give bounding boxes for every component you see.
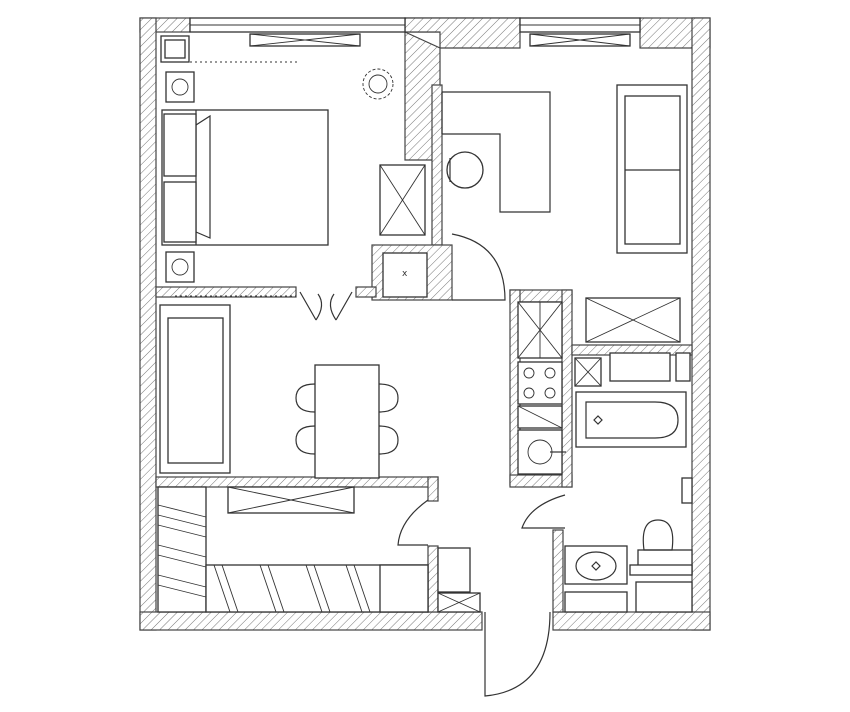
plant bbox=[362, 68, 394, 100]
living-door bbox=[451, 233, 506, 301]
desk-chair bbox=[446, 151, 484, 189]
storage bbox=[157, 486, 551, 697]
dining-area bbox=[159, 304, 399, 479]
bathroom bbox=[521, 352, 693, 613]
entrance-door bbox=[484, 611, 551, 697]
bath-shelf-2 bbox=[609, 352, 671, 382]
entry-cabinet bbox=[437, 547, 471, 593]
storage-door bbox=[397, 499, 429, 546]
outer-walls bbox=[139, 17, 711, 631]
bedroom: x bbox=[160, 35, 426, 321]
shaft-mark: x bbox=[402, 269, 408, 279]
nightstand-top bbox=[165, 71, 195, 103]
nightstand-bottom bbox=[165, 251, 195, 283]
interior-walls bbox=[155, 17, 693, 613]
kitchen bbox=[517, 301, 566, 475]
living-room bbox=[441, 84, 688, 343]
windows bbox=[175, 17, 641, 297]
bathtub bbox=[575, 391, 687, 448]
stove bbox=[517, 361, 563, 405]
dining-table bbox=[314, 364, 380, 479]
bathroom-door bbox=[521, 494, 566, 529]
bedroom-door bbox=[299, 291, 353, 321]
desk bbox=[442, 91, 551, 213]
